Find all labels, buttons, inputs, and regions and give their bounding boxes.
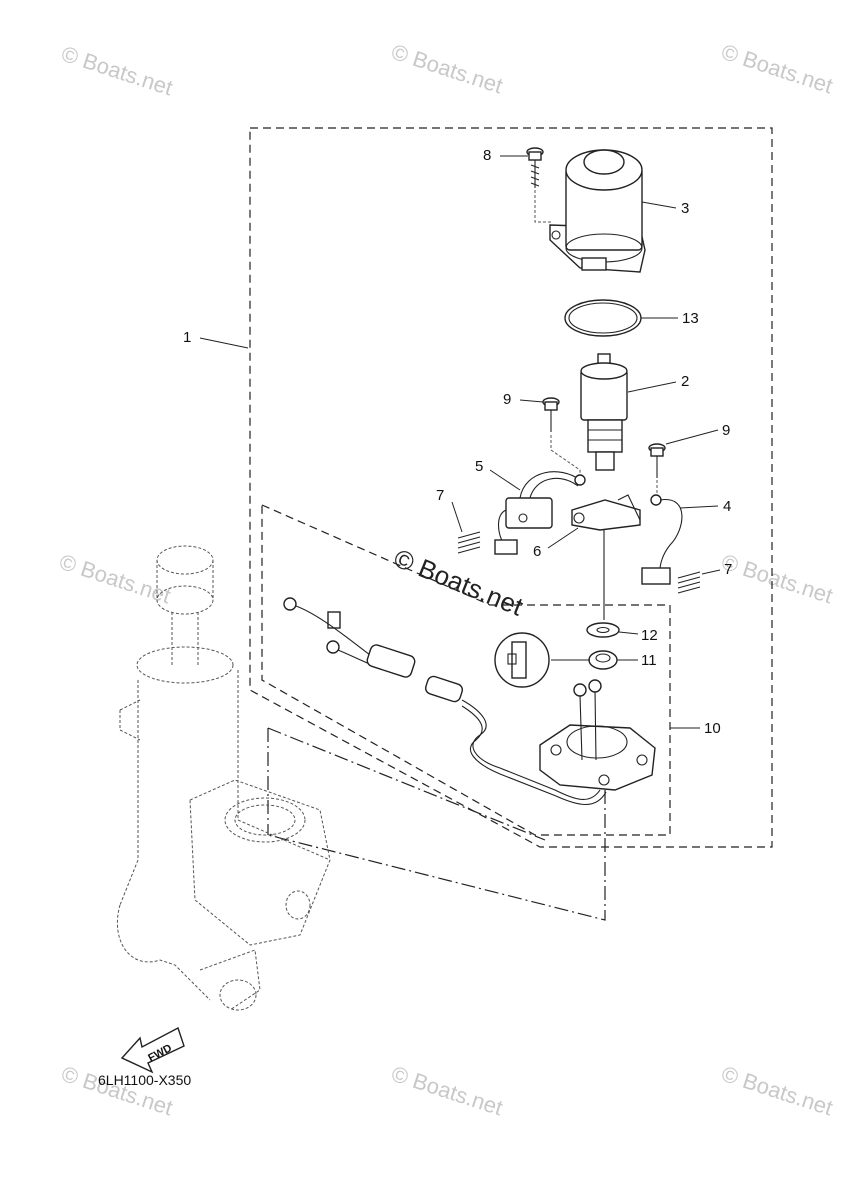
- callout-13: 13: [682, 310, 699, 327]
- watermark-top-right: © Boats.net: [718, 39, 835, 98]
- callout-3: 3: [681, 200, 689, 217]
- wire-harness: [283, 597, 607, 806]
- callout-11: 11: [641, 652, 657, 669]
- o-ring-part-13: [564, 299, 642, 337]
- callout-4: 4: [723, 498, 731, 515]
- assembly-boundary-inner: [261, 504, 671, 836]
- brush-lead-part-4: [641, 494, 683, 585]
- watermark-mid-right: © Boats.net: [718, 549, 835, 608]
- callout-2: 2: [681, 373, 689, 390]
- spring-part-7-left: [457, 531, 481, 554]
- watermark-mid-left: © Boats.net: [56, 549, 173, 608]
- watermark-top-left: © Boats.net: [58, 41, 175, 100]
- callout-10: 10: [704, 720, 721, 737]
- assembly-boundary-outer: [249, 127, 773, 848]
- watermark-bottom-center: © Boats.net: [388, 1061, 505, 1120]
- watermark-bottom-right: © Boats.net: [718, 1061, 835, 1120]
- watermark-top-center: © Boats.net: [388, 39, 505, 98]
- fwd-arrow-icon: FWD: [120, 1026, 185, 1074]
- install-line: [267, 727, 606, 921]
- brush-holder-part-5: [494, 471, 586, 555]
- stator-part-10: [539, 679, 656, 791]
- callout-9-right: 9: [722, 422, 730, 439]
- callout-1: 1: [183, 329, 191, 346]
- callouts: 1 2 3 4 5 6 7 7 8 9 9 10 11 12 13: [183, 147, 732, 737]
- callout-7-right: 7: [724, 561, 732, 578]
- screw-part-9-right: [648, 443, 666, 495]
- washer-part-12: [586, 622, 620, 638]
- callout-8: 8: [483, 147, 491, 164]
- brush-plate-part-6: [571, 494, 641, 531]
- seal-detail-inset: [494, 632, 590, 688]
- screw-part-9-left: [542, 397, 581, 480]
- watermark-bottom-left: © Boats.net: [58, 1061, 175, 1120]
- callout-leaders: [199, 155, 721, 729]
- callout-9-left: 9: [503, 391, 511, 408]
- armature-part-2: [580, 353, 628, 471]
- watermarks: © Boats.net © Boats.net © Boats.net © Bo…: [56, 39, 835, 1120]
- callout-6: 6: [533, 543, 541, 560]
- motor-housing-part-3: [549, 149, 646, 273]
- spring-part-7-right: [677, 571, 701, 594]
- callout-7-left: 7: [436, 487, 444, 504]
- callout-12: 12: [641, 627, 658, 644]
- screw-part-8: [526, 147, 552, 223]
- oil-seal-part-11: [588, 650, 618, 670]
- callout-5: 5: [475, 458, 483, 475]
- diagram-code: 6LH1100-X350: [98, 1072, 191, 1088]
- trim-cylinder-outline: [116, 545, 331, 1011]
